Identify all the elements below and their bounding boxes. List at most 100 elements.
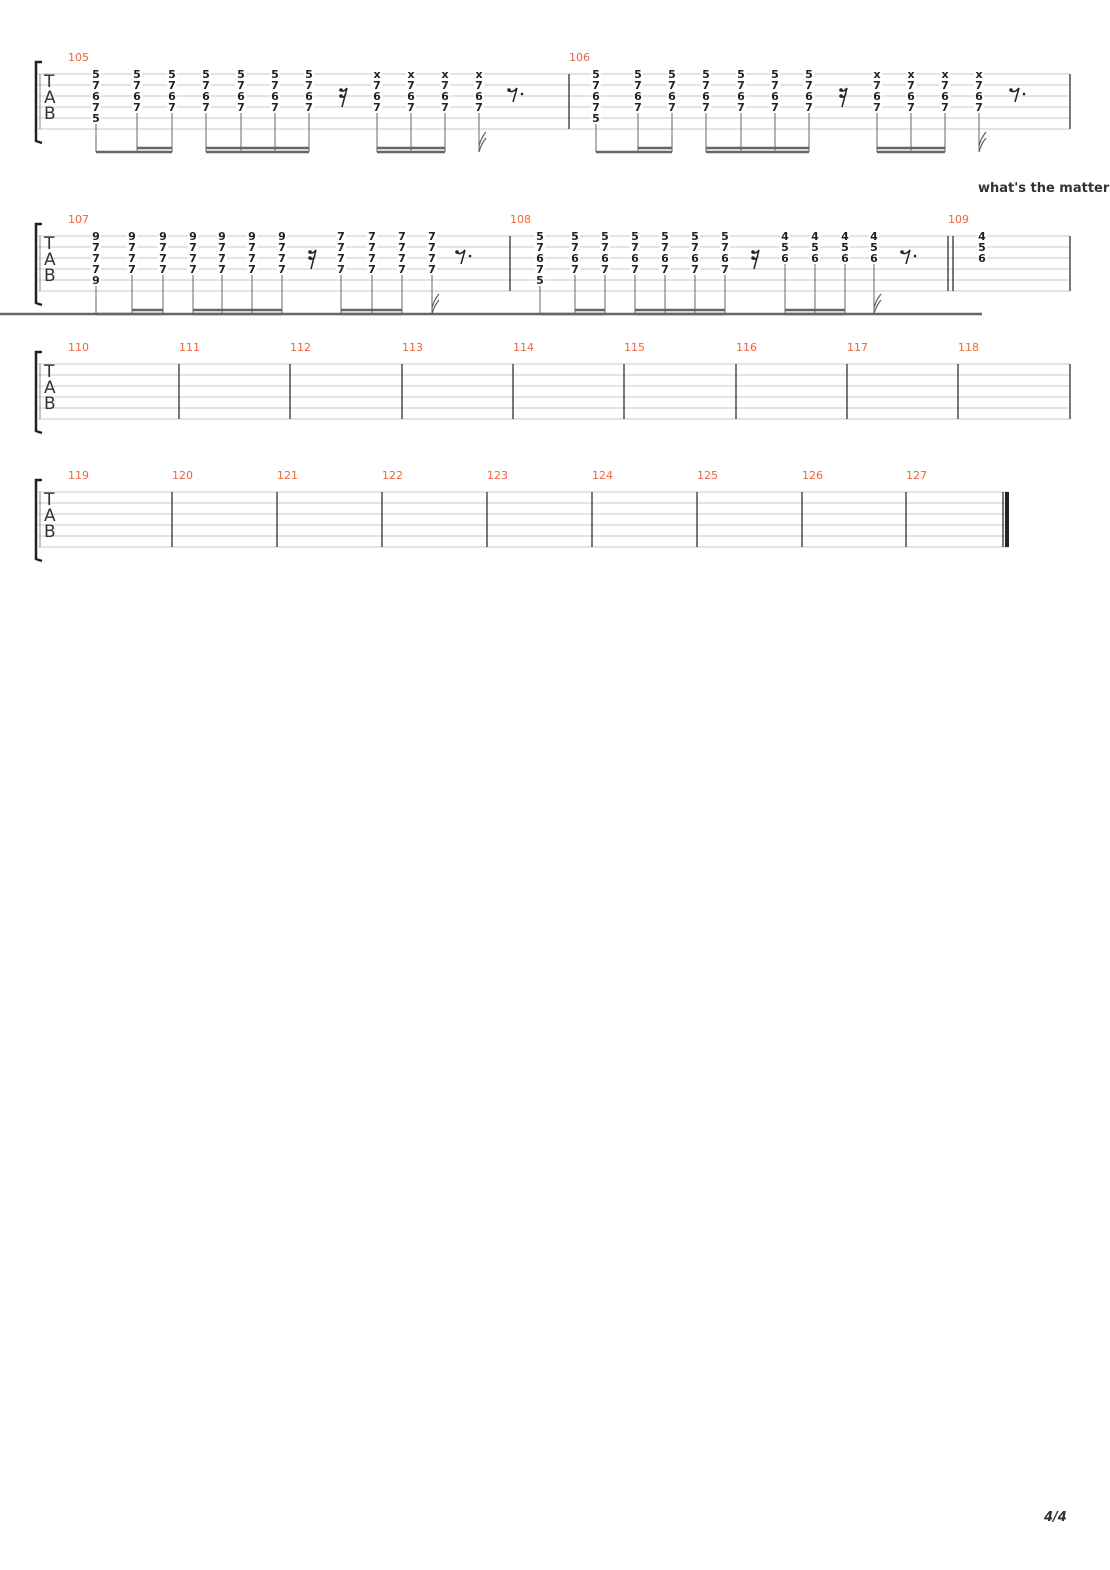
measure-number: 119 — [68, 469, 89, 482]
fret-bg — [633, 102, 643, 112]
fret-bg — [91, 113, 101, 123]
fret-bg — [535, 264, 545, 274]
fret-number: 7 — [248, 252, 256, 265]
fret-number: 7 — [248, 241, 256, 254]
fret-number: 7 — [168, 101, 176, 114]
fret-number: 7 — [92, 241, 100, 254]
fret-bg — [906, 80, 916, 90]
fret-bg — [236, 102, 246, 112]
tab-system: TAB1079777997779777977797779777977777777… — [0, 213, 1071, 316]
fret-bg — [167, 69, 177, 79]
fret-number: 7 — [305, 101, 313, 114]
measure-number: 106 — [569, 51, 590, 64]
fret-number: 5 — [592, 112, 600, 125]
fret-number: 7 — [975, 79, 983, 92]
fret-bg — [591, 113, 601, 123]
fret-number: 5 — [668, 68, 676, 81]
fret-number: x — [475, 68, 482, 81]
fret-bg — [591, 91, 601, 101]
fret-bg — [236, 80, 246, 90]
fret-number: 7 — [189, 241, 197, 254]
fret-number: 7 — [407, 101, 415, 114]
fret-number: 4 — [978, 230, 986, 243]
measure-number: 127 — [906, 469, 927, 482]
fret-bg — [304, 69, 314, 79]
fret-bg — [440, 102, 450, 112]
fret-bg — [701, 69, 711, 79]
fret-bg — [127, 264, 137, 274]
fret-number: 6 — [841, 252, 849, 265]
fret-bg — [591, 69, 601, 79]
fret-bg — [701, 80, 711, 90]
measure-number: 114 — [513, 341, 534, 354]
fret-bg — [427, 264, 437, 274]
fret-number: 7 — [475, 79, 483, 92]
fret-bg — [940, 69, 950, 79]
fret-number: 7 — [668, 79, 676, 92]
fret-number: 7 — [218, 241, 226, 254]
fret-bg — [427, 242, 437, 252]
fret-number: 7 — [278, 241, 286, 254]
fret-bg — [91, 275, 101, 285]
fret-bg — [201, 80, 211, 90]
fret-bg — [736, 91, 746, 101]
fret-number: 4 — [870, 230, 878, 243]
fret-bg — [336, 253, 346, 263]
fret-bg — [630, 264, 640, 274]
fret-number: 6 — [870, 252, 878, 265]
fret-number: 6 — [475, 90, 483, 103]
rest-dot — [308, 256, 312, 260]
fret-bg — [977, 242, 987, 252]
fret-bg — [188, 242, 198, 252]
fret-bg — [247, 253, 257, 263]
fret-number: 7 — [398, 230, 406, 243]
fret-bg — [247, 264, 257, 274]
fret-number: 6 — [237, 90, 245, 103]
fret-bg — [91, 91, 101, 101]
fret-bg — [690, 231, 700, 241]
fret-number: 6 — [592, 90, 600, 103]
fret-bg — [270, 102, 280, 112]
fret-bg — [367, 231, 377, 241]
note-flag — [978, 131, 987, 153]
fret-bg — [736, 69, 746, 79]
fret-number: 5 — [92, 68, 100, 81]
rest-dot — [308, 250, 312, 254]
fret-number: 7 — [721, 241, 729, 254]
fret-number: 7 — [721, 263, 729, 276]
fret-number: 7 — [368, 252, 376, 265]
measure-number: 108 — [510, 213, 531, 226]
fret-bg — [188, 253, 198, 263]
fret-number: 7 — [737, 79, 745, 92]
fret-number: 5 — [737, 68, 745, 81]
fret-number: 5 — [781, 241, 789, 254]
fret-number: 7 — [237, 101, 245, 114]
fret-number: 6 — [571, 252, 579, 265]
system-bracket — [34, 350, 43, 435]
fret-number: 7 — [189, 252, 197, 265]
fret-number: 7 — [441, 79, 449, 92]
fret-number: 5 — [237, 68, 245, 81]
fret-bg — [630, 231, 640, 241]
fret-bg — [535, 231, 545, 241]
rest-dot — [1009, 88, 1013, 92]
fret-number: 5 — [133, 68, 141, 81]
dot — [913, 254, 917, 258]
fret-number: 9 — [218, 230, 226, 243]
fret-bg — [630, 242, 640, 252]
fret-bg — [372, 80, 382, 90]
fret-bg — [810, 253, 820, 263]
rest-dot — [339, 94, 343, 98]
fret-bg — [270, 80, 280, 90]
rest-dot — [751, 256, 755, 260]
fret-bg — [906, 102, 916, 112]
fret-number: 6 — [941, 90, 949, 103]
fret-bg — [690, 264, 700, 274]
fret-number: 7 — [128, 263, 136, 276]
fret-bg — [367, 253, 377, 263]
fret-number: 9 — [92, 230, 100, 243]
fret-number: 4 — [841, 230, 849, 243]
fret-bg — [277, 242, 287, 252]
